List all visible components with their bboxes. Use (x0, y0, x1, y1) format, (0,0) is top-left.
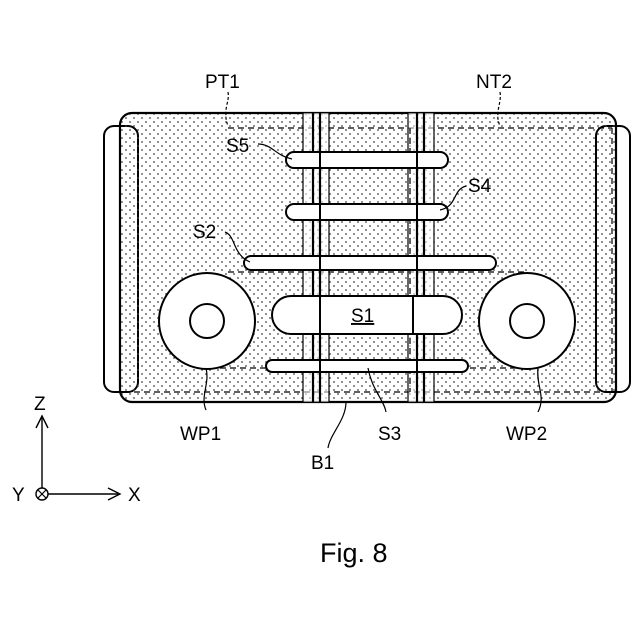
label-s4: S4 (468, 176, 492, 197)
axis-label-z: Z (34, 394, 46, 415)
slot-s2 (244, 256, 496, 270)
slot-s5 (286, 152, 448, 168)
label-b1: B1 (311, 453, 334, 474)
label-s1: S1 (351, 306, 374, 327)
label-s3: S3 (378, 424, 401, 445)
label-wp1: WP1 (180, 424, 221, 445)
label-s5: S5 (226, 136, 249, 157)
label-wp2: WP2 (506, 424, 547, 445)
label-pt1: PT1 (205, 72, 240, 93)
leader-b1 (328, 402, 346, 448)
wp1-inner-hole (190, 304, 224, 338)
slot-s3 (266, 360, 468, 372)
wp2-inner-hole (510, 304, 544, 338)
label-s2: S2 (193, 222, 216, 243)
axis-label-y: Y (12, 485, 25, 506)
axis-label-x: X (128, 485, 141, 506)
figure-caption: Fig. 8 (320, 538, 388, 568)
label-nt2: NT2 (476, 72, 512, 93)
slot-s4 (286, 204, 448, 220)
